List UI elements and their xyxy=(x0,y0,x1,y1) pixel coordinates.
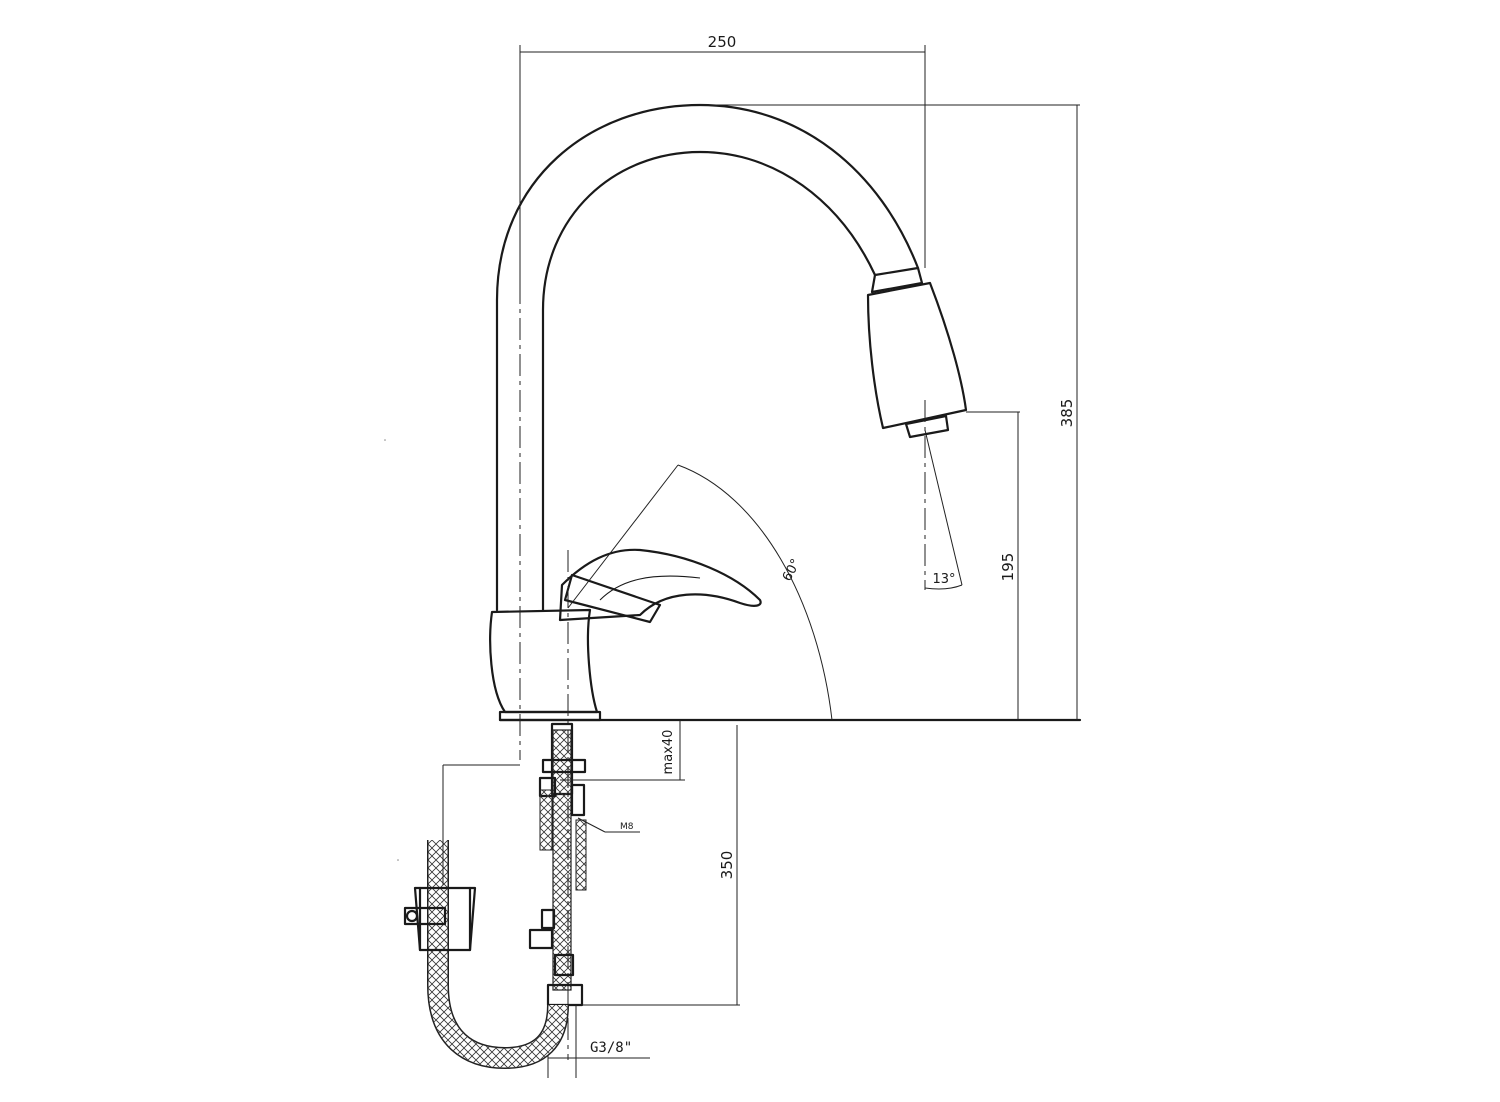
shank-assembly xyxy=(528,722,587,1007)
spray-head xyxy=(866,281,968,430)
connection-thread-label: G3/8" xyxy=(590,1040,632,1056)
lever-handle xyxy=(558,548,762,622)
dimension-hose-length: 350 xyxy=(582,725,740,1006)
total-height-label: 385 xyxy=(1058,399,1076,428)
spout-outer-curve xyxy=(495,103,920,612)
dimension-max-thickness: max40 xyxy=(560,720,685,781)
dimension-total-height: 385 xyxy=(700,104,1080,720)
faucet-outline xyxy=(489,103,968,722)
spray-angle-label: 13° xyxy=(932,572,955,587)
shutoff-valve xyxy=(403,886,477,952)
handle-angle-label: 60° xyxy=(780,557,804,584)
dimension-spout-height: 195 xyxy=(966,411,1020,720)
handle-angle-arc: 60° xyxy=(567,464,833,721)
dimension-connection-thread: G3/8" xyxy=(547,1005,650,1078)
spray-angle: 13° xyxy=(924,572,963,590)
width-label: 250 xyxy=(708,33,737,51)
center-lines xyxy=(519,210,963,1060)
spout-height-label: 195 xyxy=(999,553,1017,582)
stud-thread-callout: M8 xyxy=(577,817,640,833)
spray-nozzle xyxy=(904,414,950,439)
dimension-width: 250 xyxy=(519,33,926,300)
mixer-base-plate xyxy=(498,710,602,722)
spout-inner-curve xyxy=(541,150,877,612)
stud-thread-label: M8 xyxy=(620,822,634,832)
max-thickness-label: max40 xyxy=(661,730,676,775)
mixer-body xyxy=(489,608,599,714)
flexible-hose xyxy=(427,764,569,1070)
lever-cartridge xyxy=(563,573,662,624)
hose-length-label: 350 xyxy=(718,851,736,880)
spout-collar xyxy=(870,266,924,294)
